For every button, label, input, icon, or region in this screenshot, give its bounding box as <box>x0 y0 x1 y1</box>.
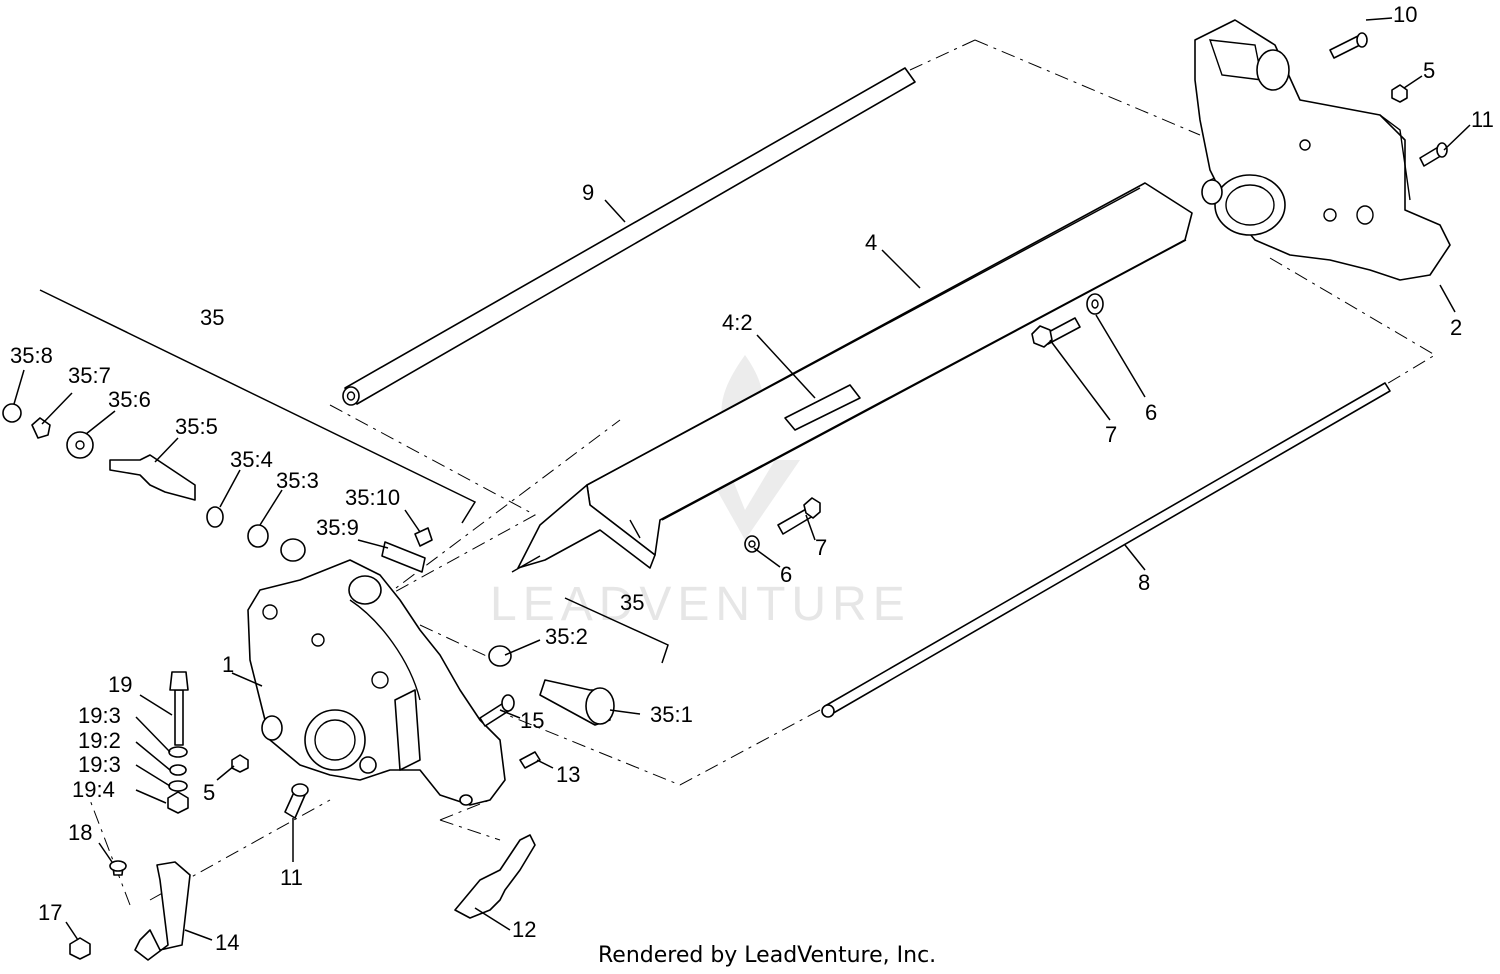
label-35-9: 35:9 <box>316 515 359 540</box>
hardware <box>2 32 1448 961</box>
part-35-5-shaft <box>109 454 196 501</box>
part-1-plate <box>247 559 506 806</box>
label-35-top: 35 <box>200 305 224 330</box>
part-4-2-decal <box>784 384 861 431</box>
label-19-3b: 19:3 <box>78 752 121 777</box>
label-1: 1 <box>222 652 234 677</box>
label-11-top: 11 <box>1471 107 1494 132</box>
label-35-3: 35:3 <box>276 468 319 493</box>
label-19-2: 19:2 <box>78 728 121 753</box>
part-6-washer-upper <box>1086 293 1104 315</box>
label-18: 18 <box>68 820 92 845</box>
part-35-8-cap <box>2 403 22 423</box>
part-17-nut <box>69 937 91 960</box>
part-35-2-bushing <box>488 645 512 667</box>
label-35-6: 35:6 <box>108 387 151 412</box>
part-35-3-oring <box>247 524 269 548</box>
label-12: 12 <box>512 917 536 942</box>
label-19: 19 <box>108 672 132 697</box>
label-14: 14 <box>215 930 239 955</box>
part-12-pedal <box>454 834 536 919</box>
part-5-nut-lower <box>231 754 249 773</box>
part-2-plate <box>1194 19 1451 281</box>
label-13: 13 <box>556 762 580 787</box>
label-35-7: 35:7 <box>68 363 111 388</box>
label-5-lower: 5 <box>203 780 215 805</box>
label-35-10: 35:10 <box>345 485 400 510</box>
label-35-8: 35:8 <box>10 343 53 368</box>
label-35-4: 35:4 <box>230 447 273 472</box>
label-19-3a: 19:3 <box>78 703 121 728</box>
label-2: 2 <box>1450 315 1462 340</box>
label-6-upper: 6 <box>1145 400 1157 425</box>
part-19-3-washer-a <box>168 746 188 758</box>
label-7-lower: 7 <box>815 535 827 560</box>
label-35-1: 35:1 <box>650 702 693 727</box>
part-9-tube <box>342 67 916 406</box>
part-8-rod <box>821 382 1391 718</box>
watermark-text: LEADVENTURE <box>490 578 911 631</box>
part-19-3-washer-b <box>168 780 188 792</box>
label-15: 15 <box>520 708 544 733</box>
label-4-2: 4:2 <box>722 310 753 335</box>
part-35-3-bushing <box>280 538 306 562</box>
part-5-nut-top <box>1391 84 1408 103</box>
label-4: 4 <box>865 230 877 255</box>
label-17: 17 <box>38 900 62 925</box>
part-35-7-spring <box>31 417 51 439</box>
part-35-4-ring <box>206 506 224 528</box>
part-19-4-nut <box>167 791 189 814</box>
part-35-10-screw <box>414 527 433 547</box>
label-35-right: 35 <box>620 590 644 615</box>
part-35-9-bracket <box>381 541 426 573</box>
part-35-6-washer <box>66 431 94 459</box>
part-14-lever <box>134 861 191 961</box>
part-19-bolt <box>174 689 184 746</box>
part-6-washer-lower <box>744 535 760 553</box>
part-4-cover <box>511 182 1193 573</box>
label-9: 9 <box>582 180 594 205</box>
label-19-4: 19:4 <box>72 777 115 802</box>
label-11-lower: 11 <box>280 865 303 890</box>
part-19-2-lockwasher <box>169 764 187 776</box>
label-7-upper: 7 <box>1105 422 1117 447</box>
label-35-2: 35:2 <box>545 624 588 649</box>
label-6-lower: 6 <box>780 562 792 587</box>
label-10: 10 <box>1393 2 1417 27</box>
footer-credit: Rendered by LeadVenture, Inc. <box>598 943 936 968</box>
callouts: 9 4 4:2 2 10 5 11 7 6 7 6 8 35 35 35:8 3… <box>10 2 1494 955</box>
label-35-5: 35:5 <box>175 414 218 439</box>
label-5-top: 5 <box>1423 58 1435 83</box>
label-8: 8 <box>1138 570 1150 595</box>
leader-lines <box>13 17 1471 941</box>
part-13-screw <box>519 751 541 769</box>
